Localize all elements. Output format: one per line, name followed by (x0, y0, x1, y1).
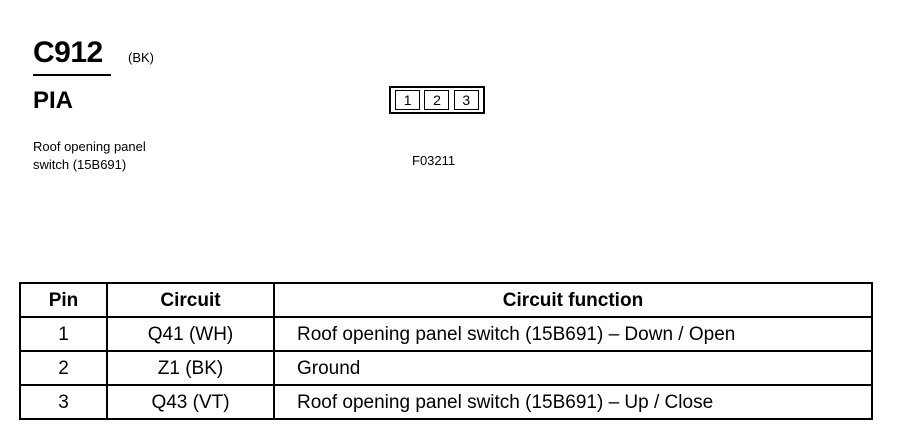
connector-id: C912 (33, 36, 103, 69)
connector-family: PIA (33, 87, 74, 114)
table-header-row: Pin Circuit Circuit function (19, 282, 873, 318)
cell-function: Ground (273, 350, 873, 386)
connector-id-underline (33, 74, 111, 76)
cell-circuit: Q41 (WH) (106, 316, 275, 352)
header-pin: Pin (19, 282, 108, 318)
cell-circuit: Z1 (BK) (106, 350, 275, 386)
connector-face-diagram: 1 2 3 (389, 86, 485, 114)
header-circuit-function: Circuit function (273, 282, 873, 318)
cell-circuit: Q43 (VT) (106, 384, 275, 420)
pin-cell: 3 (453, 90, 479, 110)
pin-cell: 2 (424, 90, 450, 110)
table-row: 2 Z1 (BK) Ground (19, 350, 873, 386)
description-line: switch (15B691) (33, 157, 127, 172)
cell-pin: 1 (19, 316, 108, 352)
cell-pin: 2 (19, 350, 108, 386)
pin-cell: 1 (395, 90, 421, 110)
cell-pin: 3 (19, 384, 108, 420)
table-row: 1 Q41 (WH) Roof opening panel switch (15… (19, 316, 873, 352)
connector-color: (BK) (128, 50, 154, 65)
connector-description: Roof opening panel switch (15B691) (33, 138, 223, 174)
header-circuit: Circuit (106, 282, 275, 318)
cell-function: Roof opening panel switch (15B691) – Up … (273, 384, 873, 420)
cell-function: Roof opening panel switch (15B691) – Dow… (273, 316, 873, 352)
description-line: Roof opening panel (33, 139, 146, 154)
pinout-table: Pin Circuit Circuit function 1 Q41 (WH) … (19, 282, 873, 420)
figure-code: F03211 (412, 153, 456, 168)
table-row: 3 Q43 (VT) Roof opening panel switch (15… (19, 384, 873, 420)
